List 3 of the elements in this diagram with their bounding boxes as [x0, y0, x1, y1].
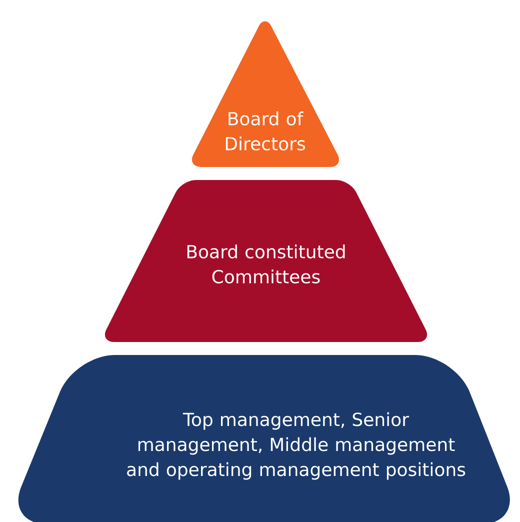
pyramid-level: Top management, Senior management, Middle management and operating management positions	[18, 355, 510, 522]
pyramid-level: Board of Directors	[192, 21, 339, 167]
pyramid-level: Board constituted Committees	[104, 180, 428, 342]
